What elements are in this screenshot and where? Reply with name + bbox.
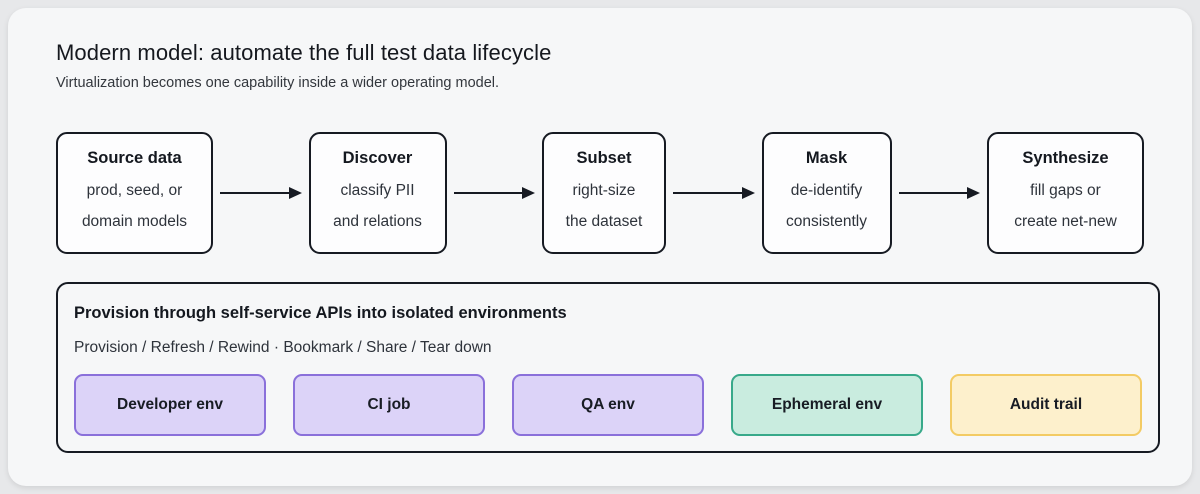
flow-step-subset: Subset right-size the dataset bbox=[542, 132, 666, 254]
right-arrow-icon bbox=[220, 186, 302, 200]
flow-step-desc-line: classify PII bbox=[340, 182, 415, 199]
provision-panel: Provision through self-service APIs into… bbox=[56, 282, 1160, 453]
env-chip-qa-env[interactable]: QA env bbox=[512, 374, 704, 436]
arrow-shaft bbox=[453, 192, 525, 194]
environment-chip-row: Developer env CI job QA env Ephemeral en… bbox=[74, 374, 1142, 436]
flow-step-discover: Discover classify PII and relations bbox=[308, 132, 447, 254]
flow-step-desc-line: the dataset bbox=[565, 213, 643, 230]
flow-step-title: Source data bbox=[87, 149, 182, 167]
env-chip-ephemeral-env[interactable]: Ephemeral env bbox=[731, 374, 923, 436]
arrow-shaft bbox=[898, 192, 970, 194]
page-title: Modern model: automate the full test dat… bbox=[56, 40, 552, 65]
flow-step-desc-line: prod, seed, or bbox=[86, 182, 183, 199]
flow-step-desc-line: create net-new bbox=[1014, 213, 1117, 230]
flow-step-desc-line: domain models bbox=[81, 213, 188, 230]
flow-step-title: Discover bbox=[342, 149, 413, 167]
flow-step-title: Mask bbox=[805, 149, 848, 167]
flow-step-title: Subset bbox=[576, 149, 632, 167]
arrow-head bbox=[522, 187, 535, 199]
env-chip-audit-trail[interactable]: Audit trail bbox=[950, 374, 1142, 436]
main-card: Modern model: automate the full test dat… bbox=[8, 8, 1192, 486]
flow-step-title: Synthesize bbox=[1022, 149, 1109, 167]
arrow-head bbox=[967, 187, 980, 199]
arrow-head bbox=[741, 187, 755, 199]
env-chip-developer-env[interactable]: Developer env bbox=[74, 374, 266, 436]
arrow-head bbox=[288, 187, 302, 199]
flow-step-source-data: Source data prod, seed, or domain models bbox=[56, 132, 213, 254]
flow-step-desc-line: and relations bbox=[333, 213, 422, 230]
flow-step-desc-line: consistently bbox=[786, 213, 867, 230]
arrow-shaft bbox=[220, 192, 292, 194]
flow-step-desc-line: right-size bbox=[572, 182, 636, 199]
pipeline-flow: Source data prod, seed, or domain models… bbox=[56, 132, 1144, 254]
right-arrow-icon bbox=[898, 186, 980, 200]
provision-actions-text: Provision / Refresh / Rewind · Bookmark … bbox=[74, 339, 492, 356]
flow-step-synthesize: Synthesize fill gaps or create net-new bbox=[987, 132, 1144, 254]
provision-panel-heading: Provision through self-service APIs into… bbox=[74, 304, 567, 322]
env-chip-ci-job[interactable]: CI job bbox=[293, 374, 485, 436]
right-arrow-icon bbox=[673, 186, 755, 200]
flow-step-mask: Mask de-identify consistently bbox=[761, 132, 892, 254]
flow-step-desc-line: fill gaps or bbox=[1030, 182, 1101, 199]
page-subtitle: Virtualization becomes one capability in… bbox=[56, 75, 500, 91]
right-arrow-icon bbox=[453, 186, 535, 200]
arrow-shaft bbox=[673, 192, 745, 194]
flow-step-desc-line: de-identify bbox=[790, 182, 863, 199]
